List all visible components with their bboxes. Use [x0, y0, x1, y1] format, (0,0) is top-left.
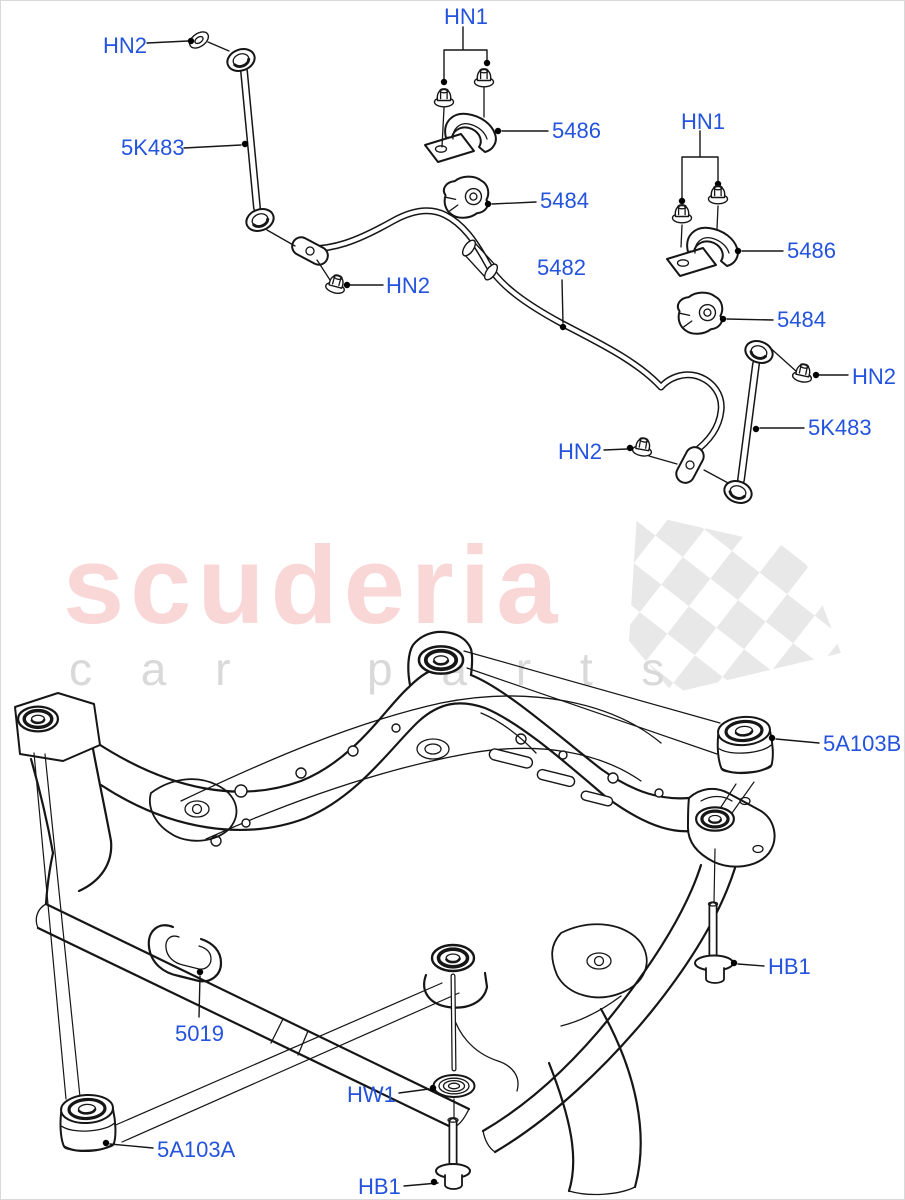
bar-collar — [461, 239, 499, 281]
crossmember-subframe — [14, 630, 776, 1196]
nut-hn1-left-b — [473, 68, 495, 88]
part-label-5484-left: 5484 — [540, 188, 589, 213]
checkered-flag-watermark — [629, 513, 841, 693]
bar-clamp-bracket-right-5486 — [666, 226, 739, 277]
assembly-leader-lines — [33, 650, 755, 1143]
bar-bush-right-5484 — [673, 287, 728, 339]
part-labels: HN2 5K483 HN1 5486 5484 HN2 5482 HN1 548… — [103, 4, 901, 1199]
part-label-5a103a: 5A103A — [157, 1137, 236, 1162]
part-label-5k483-left: 5K483 — [121, 135, 185, 160]
part-label-hb1-bottom: HB1 — [358, 1174, 401, 1199]
line-art — [14, 26, 849, 1196]
stabilizer-link-right-5k483 — [648, 335, 798, 509]
part-label-5486-left: 5486 — [552, 118, 601, 143]
bar-end-eye-left — [291, 236, 329, 266]
bolt-hb1-bottom — [435, 1117, 471, 1190]
part-label-5a103b: 5A103B — [823, 731, 901, 756]
washer-hn2-top-left — [188, 31, 210, 49]
part-label-5k483-right: 5K483 — [808, 415, 872, 440]
washer-hw1 — [432, 1074, 476, 1098]
nut-hn1-left-a — [433, 88, 455, 108]
part-label-hn2-mid: HN2 — [558, 439, 602, 464]
part-label-hn2-top-left: HN2 — [103, 33, 147, 58]
part-label-hw1: HW1 — [347, 1082, 396, 1107]
part-label-hn1-right: HN1 — [681, 109, 725, 134]
nut-hn1-right-a — [671, 204, 693, 224]
part-label-5482: 5482 — [537, 255, 586, 280]
nut-hn1-right-b — [707, 185, 729, 205]
rear-right-mount-bushing — [694, 805, 736, 833]
part-label-hn2-lower-left: HN2 — [386, 273, 430, 298]
part-label-hn1-center: HN1 — [444, 4, 488, 29]
watermark-brand: scuderia — [63, 524, 563, 647]
watermark-tagline-right: p a r t s — [367, 643, 682, 695]
rear-center-mount-bushing — [417, 644, 465, 676]
watermark: scuderia c a r p a r t s — [63, 513, 841, 695]
part-label-5019: 5019 — [175, 1021, 224, 1046]
center-pin-and-washer — [432, 973, 476, 1118]
part-label-5486-right: 5486 — [787, 238, 836, 263]
watermark-tagline-left: c a r — [69, 643, 248, 695]
front-center-mount-bushing — [430, 943, 476, 973]
part-label-hb1-right: HB1 — [768, 954, 811, 979]
nut-hn2-far-right — [791, 361, 815, 385]
stabilizer-link-left-5k483 — [188, 31, 331, 281]
nut-hn2-mid — [631, 435, 655, 459]
retainer-hook-5019 — [147, 924, 223, 983]
callout-leaders — [102, 37, 849, 1187]
bar-end-eye-right — [675, 446, 705, 484]
part-label-hn2-far-right: HN2 — [852, 364, 896, 389]
part-label-5484-right: 5484 — [777, 307, 826, 332]
hn1-left-leader — [440, 26, 491, 148]
anti-roll-bar-5482 — [291, 207, 725, 484]
front-left-mount-bushing — [16, 704, 60, 734]
subframe-bushing-5a103b — [714, 713, 776, 777]
bar-clamp-bracket-left-5486 — [424, 112, 497, 163]
bolt-hb1-right — [694, 901, 734, 984]
